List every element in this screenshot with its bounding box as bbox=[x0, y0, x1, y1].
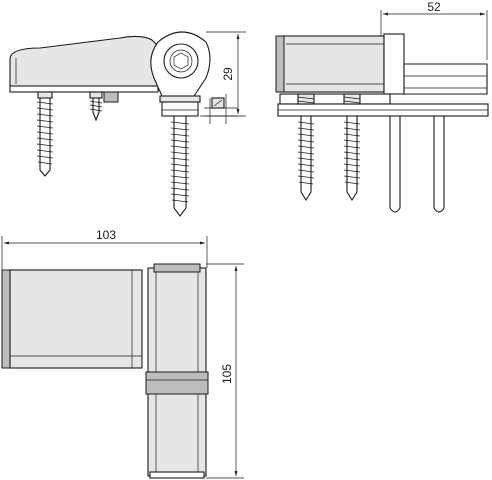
mounting-plate bbox=[9, 85, 159, 93]
dimension-label-105: 105 bbox=[220, 364, 234, 384]
dimension-29: 29 bbox=[200, 31, 246, 117]
leaf-edge bbox=[1, 269, 11, 369]
knuckle-circle bbox=[163, 43, 199, 79]
dimension-label-52: 52 bbox=[427, 0, 441, 14]
dimension-103: 103 bbox=[1, 228, 208, 272]
screw-front-1 bbox=[297, 93, 315, 202]
dimension-label-103: 103 bbox=[96, 228, 116, 242]
pin-2 bbox=[433, 116, 445, 213]
adjust-block bbox=[103, 91, 119, 103]
pin-1 bbox=[389, 116, 401, 213]
barrel-ring bbox=[145, 371, 209, 395]
hinge-wing bbox=[9, 35, 161, 93]
side-view: 29 bbox=[9, 31, 246, 217]
hinge-leaf bbox=[9, 269, 143, 369]
hex-socket-icon bbox=[173, 52, 189, 70]
knuckle-base bbox=[161, 101, 199, 117]
flag-plate bbox=[403, 63, 488, 95]
front-view: 52 bbox=[275, 0, 489, 213]
offset-detail bbox=[204, 94, 238, 124]
screw-front-2 bbox=[343, 93, 361, 202]
top-view: 103 105 bbox=[1, 228, 244, 479]
screw-left bbox=[36, 91, 54, 177]
cylinder-collar bbox=[383, 33, 405, 95]
screw-long bbox=[170, 116, 190, 217]
dimension-label-29: 29 bbox=[221, 67, 235, 81]
hinge-knuckle bbox=[150, 31, 211, 97]
hinge-cylinder bbox=[279, 35, 385, 93]
dimension-105: 105 bbox=[206, 263, 244, 479]
dimension-52: 52 bbox=[380, 0, 488, 60]
screw-small bbox=[89, 91, 103, 122]
